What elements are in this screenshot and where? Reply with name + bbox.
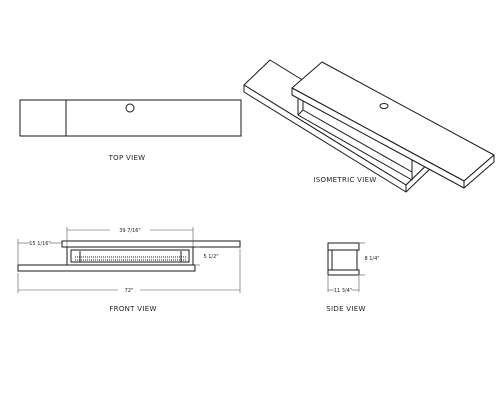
side-view-label: SIDE VIEW <box>326 305 365 313</box>
isometric-view-label: ISOMETRIC VIEW <box>313 176 376 184</box>
dim-front-total-width: 72" <box>125 288 134 294</box>
front-dimension-lines <box>17 227 241 293</box>
dim-front-center-width: 39 7/16" <box>119 228 140 234</box>
front-view-label: FRONT VIEW <box>109 305 156 313</box>
side-view <box>327 242 360 276</box>
front-view <box>17 240 241 272</box>
dim-side-width: 11 3/4" <box>334 288 352 294</box>
isometric-view <box>243 59 495 193</box>
cable-grommet-hole <box>125 103 135 113</box>
side-dimension-lines <box>327 242 365 292</box>
dim-front-height: 5 1/2" <box>203 254 218 260</box>
front-lower-shelf <box>17 264 196 272</box>
iso-grommet-hole <box>379 103 389 109</box>
side-lower-shelf <box>327 269 360 276</box>
iso-support-inner-edge <box>302 109 413 173</box>
dim-front-left-width: 15 1/16" <box>29 241 50 247</box>
front-upper-shelf <box>61 240 241 248</box>
top-view <box>19 99 242 137</box>
dim-side-height: 8 1/4" <box>364 256 379 262</box>
front-support-box <box>66 246 194 266</box>
top-view-label: TOP VIEW <box>108 154 146 162</box>
top-view-outline <box>19 99 242 137</box>
front-support-inner <box>70 249 190 263</box>
iso-upper-shelf-side <box>463 154 495 189</box>
side-upper-shelf <box>327 242 360 251</box>
